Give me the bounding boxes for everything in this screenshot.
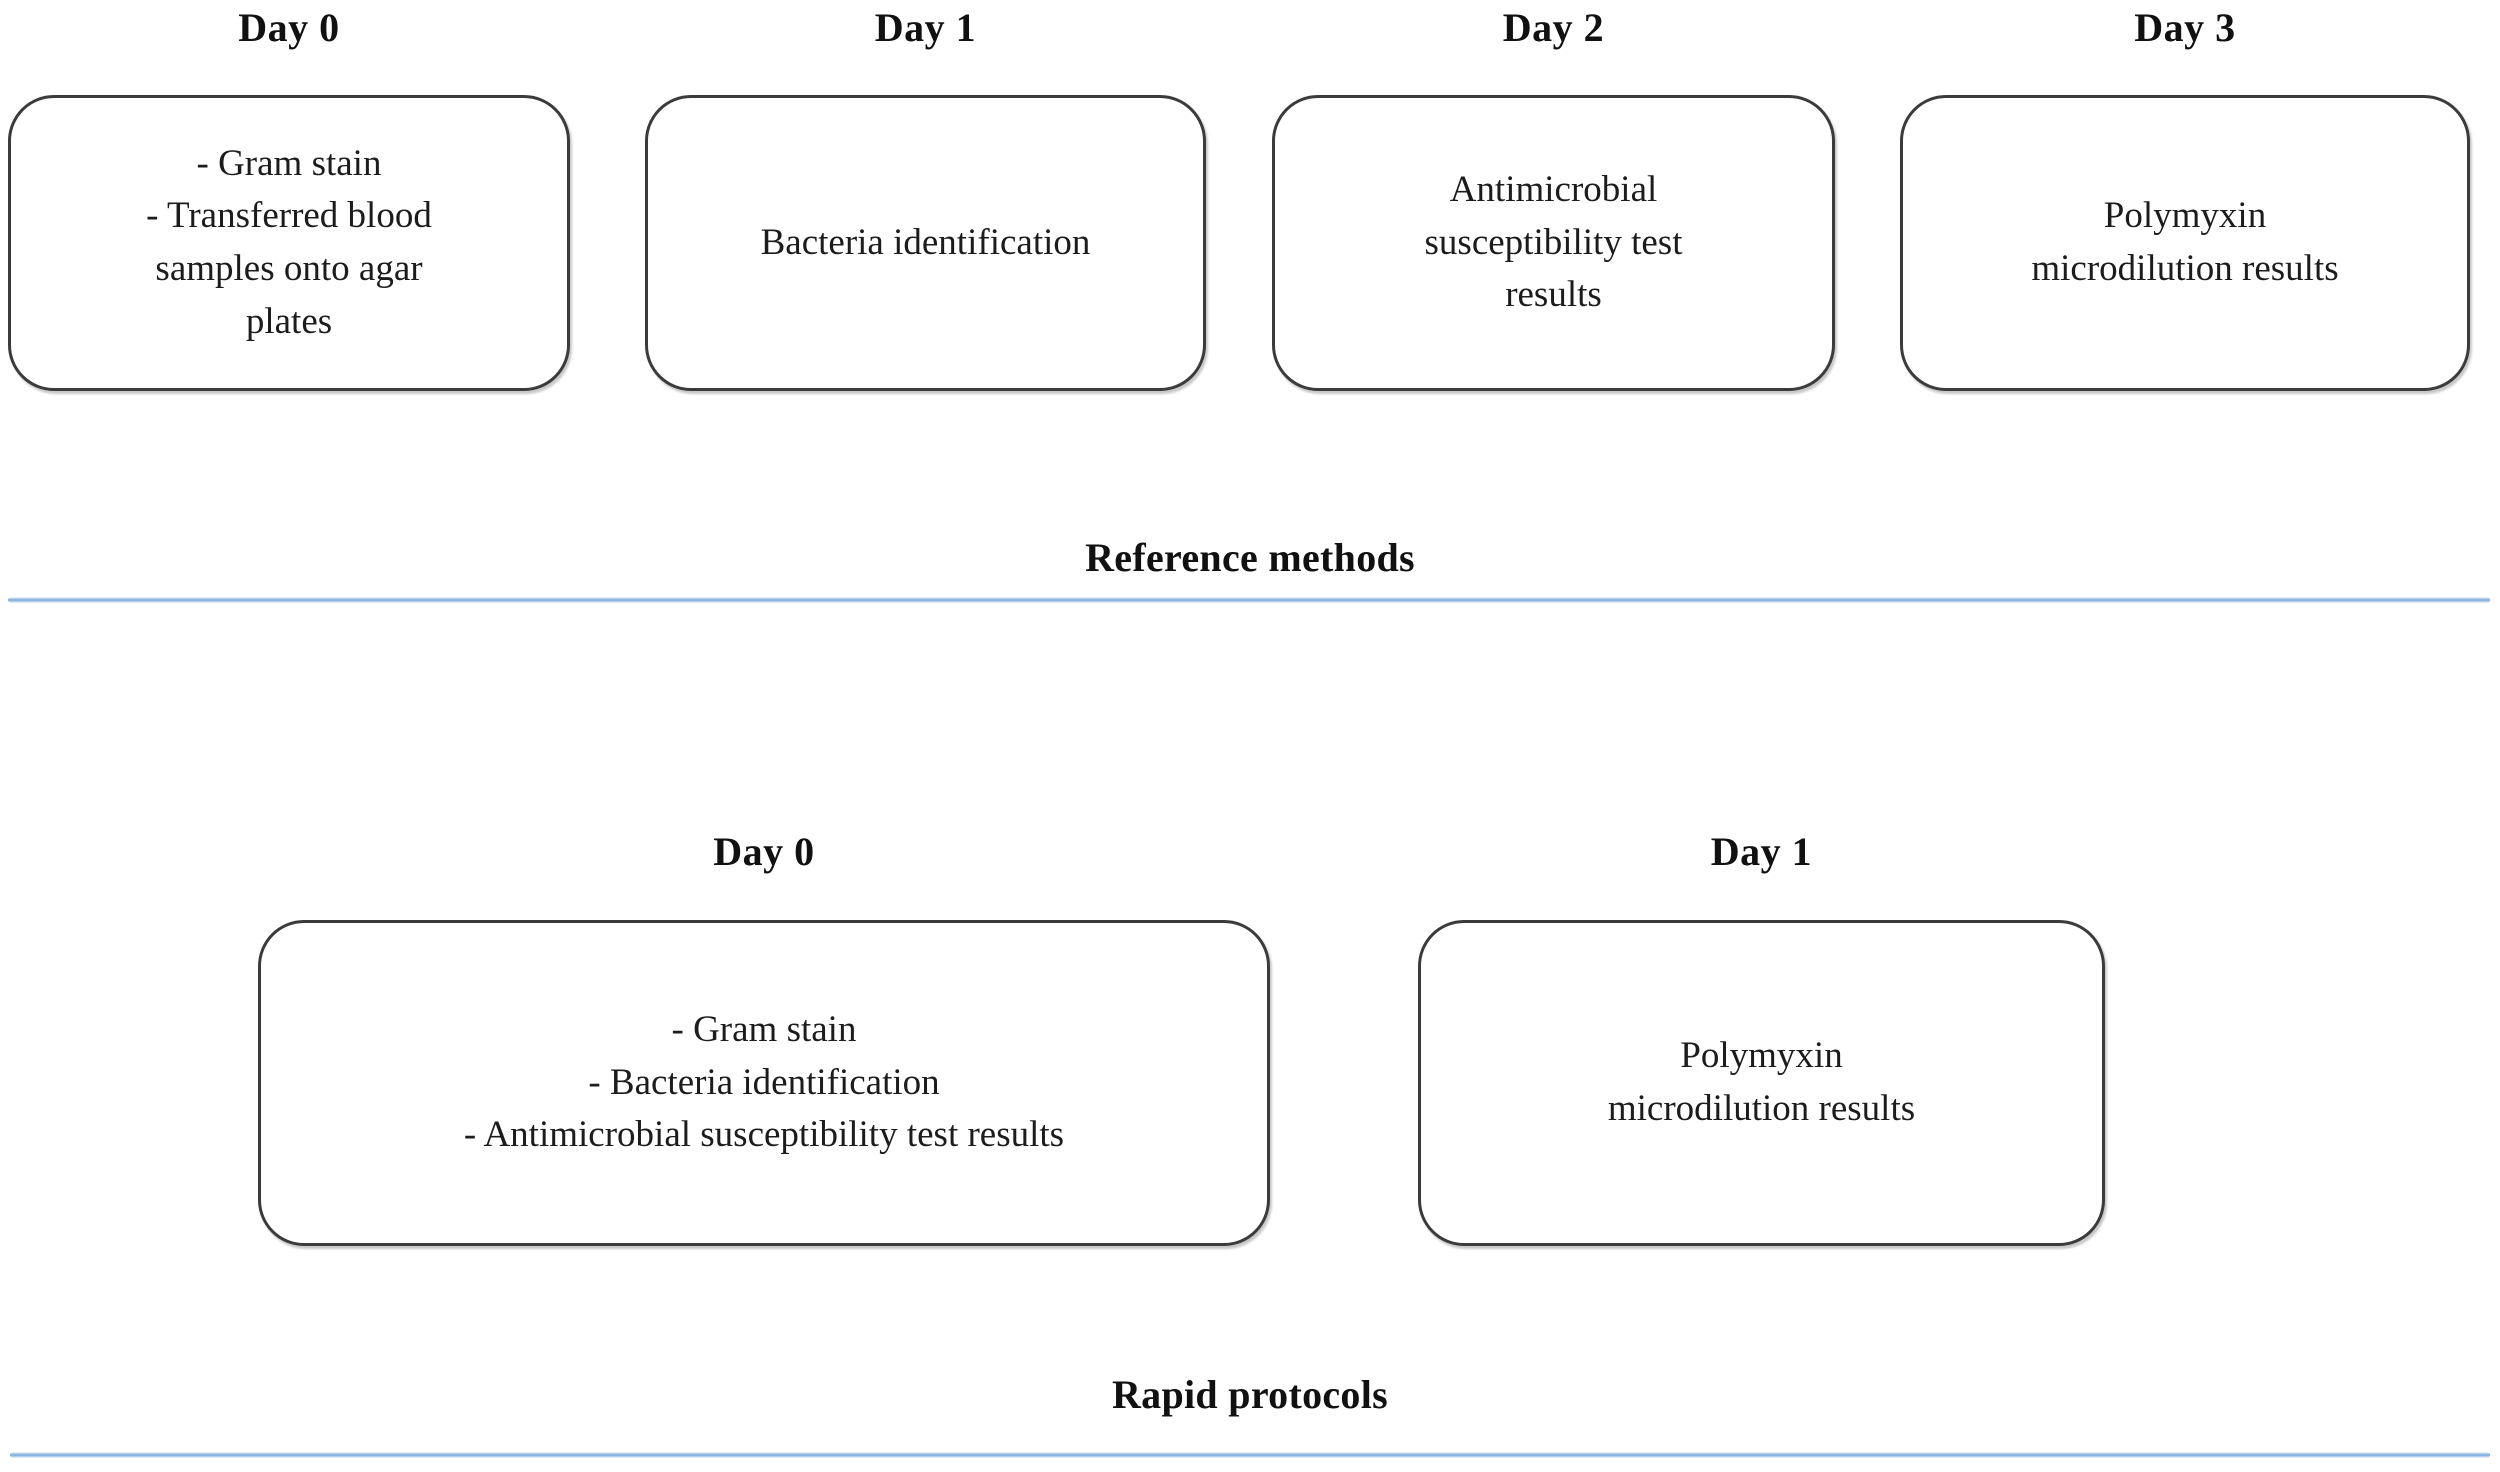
- reference-methods-divider: [8, 597, 2490, 603]
- reference-step-0-day-label: Day 0: [238, 5, 340, 50]
- reference-step-3-day-label: Day 3: [2134, 5, 2236, 50]
- rapid-step-0-box: - Gram stain - Bacteria identification -…: [258, 920, 1270, 1246]
- reference-step-2-box: Antimicrobial susceptibility test result…: [1272, 95, 1835, 391]
- reference-methods-caption: Reference methods: [1085, 535, 1415, 580]
- reference-step-2-day-label: Day 2: [1502, 5, 1605, 50]
- reference-step-2-text: Antimicrobial susceptibility test result…: [1424, 169, 1683, 316]
- rapid-protocols-caption: Rapid protocols: [1111, 1372, 1389, 1417]
- reference-step-1-day-label: Day 1: [874, 5, 977, 50]
- reference-step-3-text: Polymyxin microdilution results: [2031, 195, 2339, 289]
- reference-step-0-text: - Gram stain - Transferred blood samples…: [146, 142, 432, 342]
- reference-step-0-box: - Gram stain - Transferred blood samples…: [8, 95, 570, 391]
- rapid-protocols-divider: [10, 1452, 2490, 1458]
- rapid-step-1-text: Polymyxin microdilution results: [1607, 1035, 1916, 1129]
- rapid-step-1-day-label: Day 1: [1710, 829, 1813, 874]
- reference-step-3-box: Polymyxin microdilution results: [1900, 95, 2470, 391]
- reference-step-1-box: Bacteria identification: [645, 95, 1206, 391]
- rapid-step-0-text: - Gram stain - Bacteria identification -…: [463, 1009, 1065, 1156]
- reference-step-1-text: Bacteria identification: [760, 221, 1091, 263]
- rapid-step-0-day-label: Day 0: [713, 829, 815, 874]
- rapid-step-1-box: Polymyxin microdilution results: [1418, 920, 2105, 1246]
